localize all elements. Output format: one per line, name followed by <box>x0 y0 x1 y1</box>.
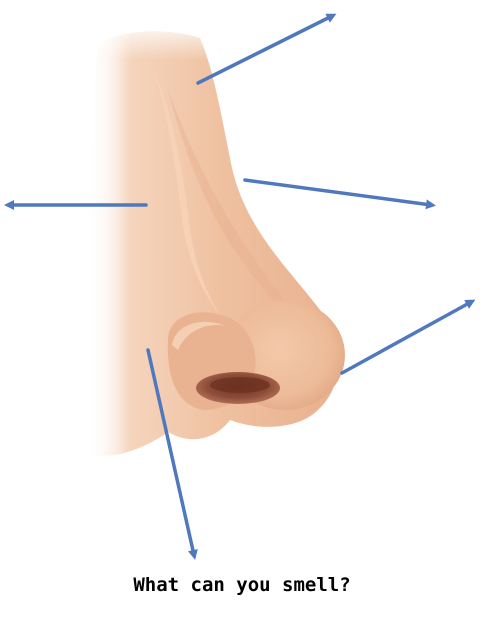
arrow-right <box>245 180 431 205</box>
caption-question: What can you smell? <box>0 574 484 596</box>
arrow-lower-right <box>342 302 471 373</box>
nose-illustration <box>80 20 345 470</box>
